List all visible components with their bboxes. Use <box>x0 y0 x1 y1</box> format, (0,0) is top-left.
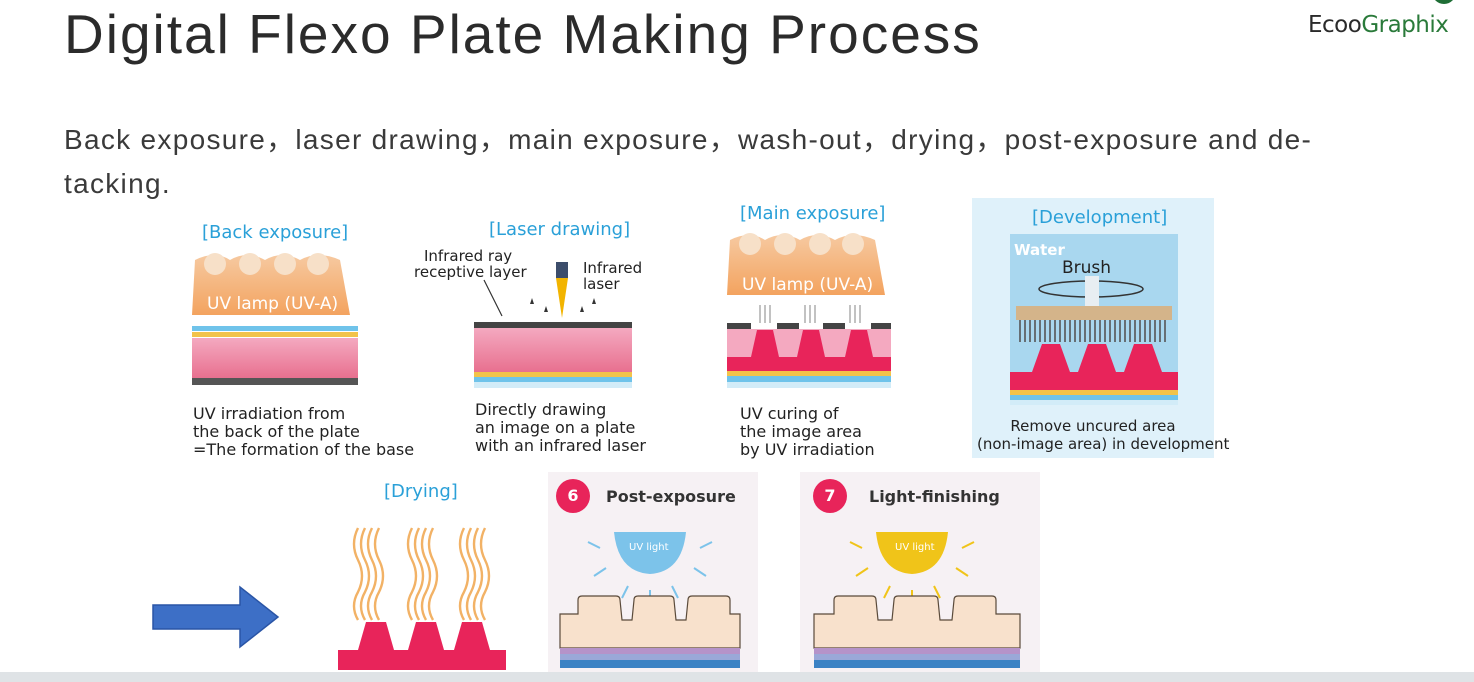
main-exposure-heading: [Main exposure] <box>740 203 886 224</box>
back-exposure-heading: [Back exposure] <box>202 222 349 243</box>
caption-line: UV irradiation from <box>193 404 346 423</box>
main-exposure-illustration <box>727 233 891 388</box>
back-lamp-label: UV lamp (UV-A) <box>207 294 339 314</box>
caption-line: (non-image area) in development <box>977 435 1230 453</box>
light-finishing-illustration <box>813 532 1021 668</box>
label-line: Infrared ray <box>424 247 513 265</box>
page-title: Digital Flexo Plate Making Process <box>64 3 982 65</box>
caption-line: the back of the plate <box>193 422 360 441</box>
post-exposure-illustration <box>559 532 741 668</box>
caption-line: by UV irradiation <box>740 440 875 459</box>
drying-illustration <box>338 527 506 670</box>
laser-drawing-illustration <box>474 262 632 388</box>
label-line: laser <box>583 275 620 293</box>
back-exposure-caption: UV irradiation from the back of the plat… <box>193 405 414 459</box>
label-line: Infrared <box>583 259 643 277</box>
development-caption: Remove uncured area (non-image area) in … <box>977 417 1230 453</box>
brush-label: Brush <box>1062 258 1112 278</box>
label-line: receptive layer <box>414 263 527 281</box>
company-logo: EcooGraphix <box>1308 12 1449 38</box>
main-exposure-caption: UV curing of the image area by UV irradi… <box>740 405 875 459</box>
development-illustration <box>1010 234 1178 405</box>
caption-line: Directly drawing <box>475 400 607 419</box>
uv-light-label: UV light <box>895 542 935 553</box>
caption-line: UV curing of <box>740 404 839 423</box>
logo-mark-icon <box>1432 0 1456 4</box>
next-row-arrow-icon <box>152 585 280 649</box>
development-heading: [Development] <box>1032 207 1168 228</box>
back-exposure-illustration <box>192 253 358 385</box>
caption-line: =The formation of the base <box>193 440 415 459</box>
laser-drawing-heading: [Laser drawing] <box>489 219 631 240</box>
main-lamp-label: UV lamp (UV-A) <box>742 275 874 295</box>
light-finishing-heading: Light-finishing <box>869 487 1000 506</box>
logo-suffix: Graphix <box>1361 12 1449 38</box>
step-number-badge: 6 <box>556 479 590 513</box>
drying-heading: [Drying] <box>384 481 458 502</box>
horizontal-scrollbar[interactable] <box>0 672 1474 682</box>
caption-line: with an infrared laser <box>475 436 646 455</box>
logo-prefix: Ecoo <box>1308 12 1362 38</box>
step-number-badge: 7 <box>813 479 847 513</box>
caption-line: the image area <box>740 422 862 441</box>
caption-line: an image on a plate <box>475 418 636 437</box>
post-exposure-heading: Post-exposure <box>606 487 736 506</box>
process-summary: Back exposure，laser drawing，main exposur… <box>64 124 1313 199</box>
uv-light-label: UV light <box>629 542 669 553</box>
water-label: Water <box>1014 241 1065 259</box>
caption-line: Remove uncured area <box>1010 417 1176 435</box>
laser-drawing-caption: Directly drawing an image on a plate wit… <box>475 401 646 455</box>
